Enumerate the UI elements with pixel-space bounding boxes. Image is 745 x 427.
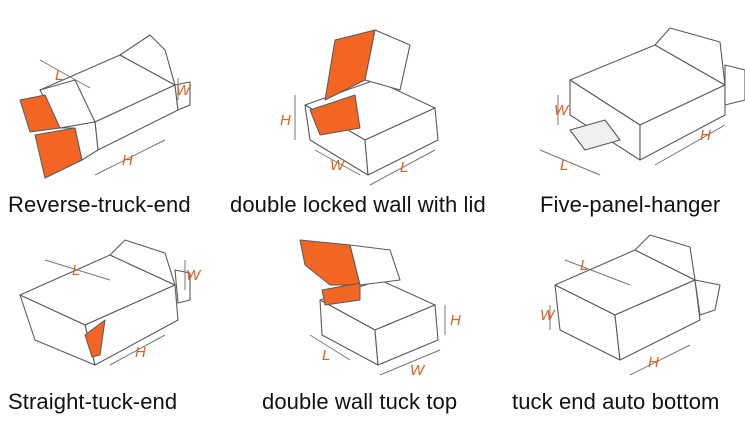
dim-label-w: W — [330, 157, 346, 174]
caption-tuck-end-auto-bottom: tuck end auto bottom — [512, 389, 720, 414]
caption-reverse-tuck-end: Reverse-truck-end — [8, 192, 191, 217]
dim-label-l: L — [72, 262, 80, 279]
orange-flap — [84, 319, 106, 358]
reverse-tuck-end-illustration: L W H — [19, 34, 192, 179]
caption-five-panel-hanger: Five-panel-hanger — [540, 192, 721, 217]
straight-tuck-end-illustration: L W H — [19, 239, 202, 366]
dim-label-w: W — [540, 307, 556, 324]
caption-double-locked-wall: double locked wall with lid — [230, 192, 486, 217]
box-five-panel-hanger: W L H Five-panel-hanger — [510, 0, 745, 217]
box-tuck-end-auto-bottom: L W H tuck end auto bottom — [510, 225, 745, 414]
orange-flap — [34, 127, 83, 179]
tuck-end-auto-bottom-illustration: L W H — [540, 234, 721, 376]
orange-inner-wall — [321, 282, 361, 306]
dim-label-h: H — [122, 152, 133, 169]
hang-tab — [569, 119, 621, 151]
dim-label-l: L — [322, 347, 330, 364]
caption-double-wall-tuck-top: double wall tuck top — [262, 389, 458, 414]
dim-label-h: H — [648, 354, 659, 371]
dim-label-l: L — [55, 67, 63, 84]
orange-lid-inner — [299, 239, 361, 286]
dim-label-h: H — [135, 344, 146, 361]
five-panel-hanger-illustration: W L H — [539, 27, 745, 176]
dim-label-l: L — [400, 159, 408, 176]
dim-label-w: W — [186, 267, 202, 284]
dim-label-w: W — [410, 362, 426, 379]
dim-label-h: H — [700, 127, 711, 144]
dim-label-l: L — [580, 257, 588, 274]
box-reverse-tuck-end: L W H Reverse-truck-end — [0, 0, 250, 217]
box-double-wall-tuck-top: H L W double wall tuck top — [250, 225, 510, 414]
orange-inner-wall — [309, 94, 361, 136]
dim-label-w: W — [176, 82, 192, 99]
dim-label-h: H — [280, 112, 291, 129]
caption-straight-tuck-end: Straight-tuck-end — [8, 389, 178, 414]
double-wall-tuck-top-illustration: H L W — [299, 239, 461, 379]
dim-label-h: H — [450, 312, 461, 329]
box-double-locked-wall: H W L double locked wall with lid — [230, 0, 510, 217]
double-locked-wall-illustration: H W L — [280, 29, 439, 186]
dim-label-l: L — [560, 157, 568, 174]
box-straight-tuck-end: L W H Straight-tuck-end — [0, 225, 250, 414]
dim-label-w: W — [554, 102, 570, 119]
